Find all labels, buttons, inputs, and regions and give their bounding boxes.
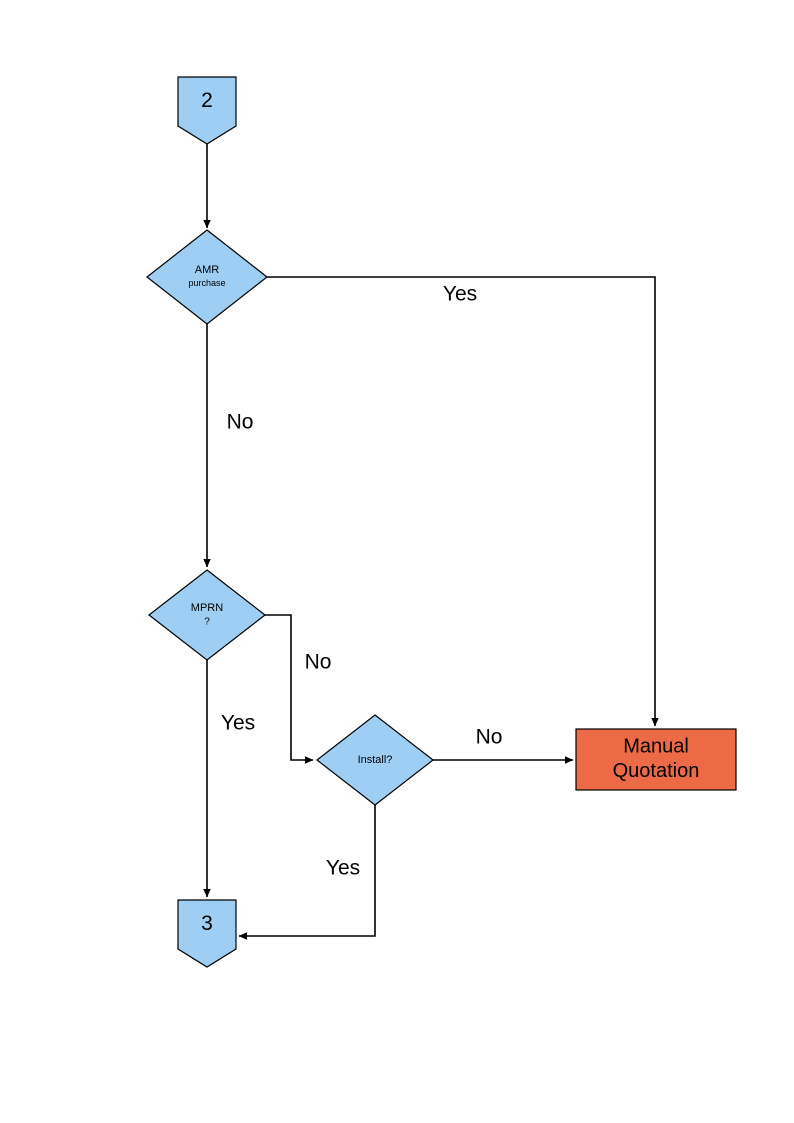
- node-label-install-line1: Install?: [358, 754, 393, 766]
- node-label-amr-line2: purchase: [188, 278, 225, 288]
- edges-layer: [203, 144, 659, 940]
- edge-e-mprn-install-no: [265, 614, 314, 764]
- edge-label-e-mprn-end3-yes: Yes: [221, 712, 255, 735]
- pentagon-shape-end3: [177, 899, 237, 968]
- node-label-end3-line1: 3: [201, 912, 213, 935]
- rect-shape-manual: [575, 728, 737, 791]
- edge-e-install-end3-yes: [238, 805, 376, 940]
- node-label-amr-line1: AMR: [195, 264, 220, 276]
- edge-e-amr-manual-yes: [267, 276, 659, 727]
- diamond-shape-amr: [146, 229, 268, 325]
- node-start2[interactable]: 2: [177, 76, 237, 145]
- node-mprn[interactable]: MPRN?: [148, 569, 266, 661]
- diamond-shape-mprn: [148, 569, 266, 661]
- node-end3[interactable]: 3: [177, 899, 237, 968]
- edge-label-e-mprn-install-no: No: [305, 651, 332, 674]
- node-label-manual-line2: Quotation: [613, 760, 700, 782]
- diamond-shape-install: [316, 714, 434, 806]
- edge-label-e-install-end3-yes: Yes: [326, 857, 360, 880]
- edge-label-e-amr-manual-yes: Yes: [443, 283, 477, 306]
- node-label-start2-line1: 2: [201, 89, 213, 112]
- node-amr[interactable]: AMR purchase: [146, 229, 268, 325]
- node-label-mprn-line1: MPRN: [191, 602, 223, 614]
- edge-label-e-install-manual-no: No: [476, 726, 503, 749]
- node-install[interactable]: Install?: [316, 714, 434, 806]
- node-label-mprn-line2: ?: [204, 616, 210, 627]
- edge-label-e-amr-mprn-no: No: [227, 411, 254, 434]
- node-label-manual-line1: Manual: [623, 736, 689, 758]
- pentagon-shape-start2: [177, 76, 237, 145]
